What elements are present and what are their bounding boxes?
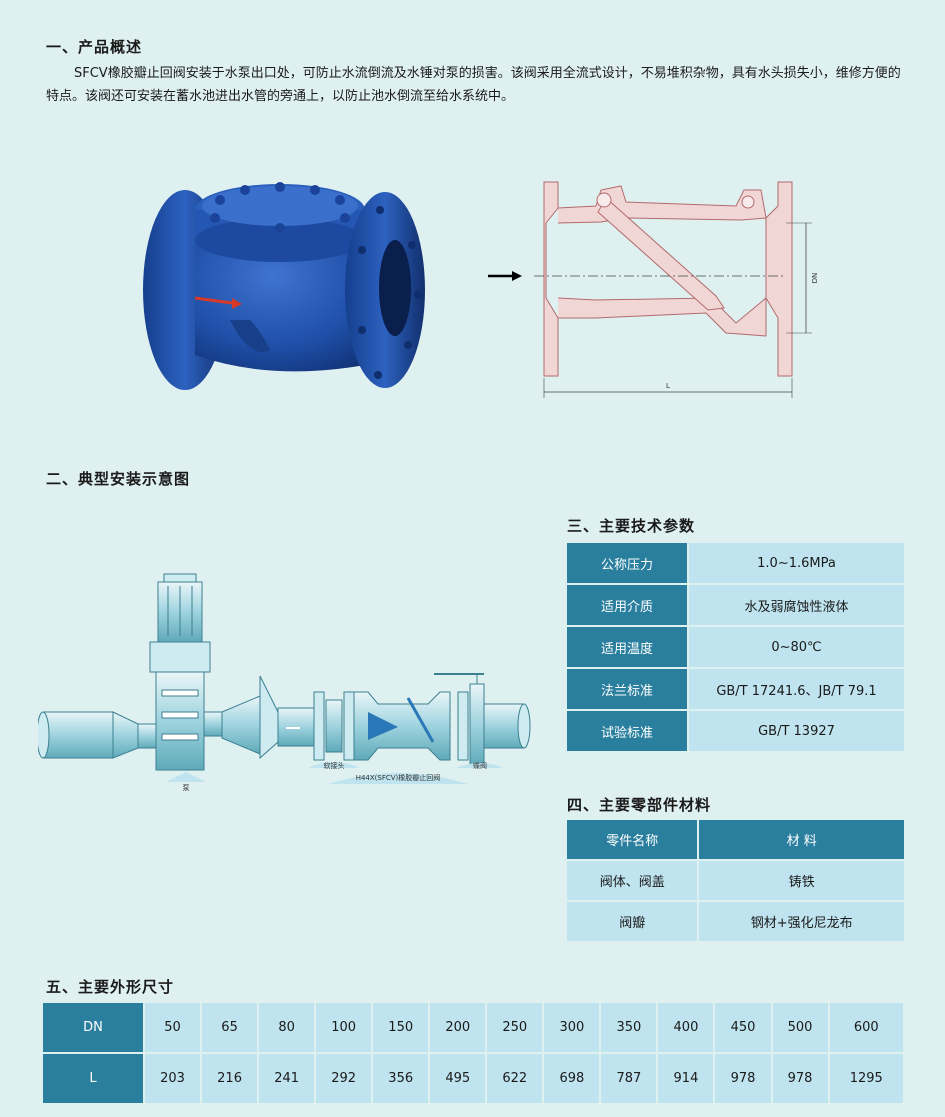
dn-row-label: DN [43,1003,143,1052]
dn-cell: 100 [316,1003,372,1052]
l-cell: 978 [772,1054,828,1103]
part-name: 阀瓣 [567,902,698,941]
param-value: GB/T 17241.6、JB/T 79.1 [689,669,904,709]
material-header-name: 零件名称 [567,820,698,859]
l-cell: 203 [145,1054,201,1103]
l-cell: 1295 [829,1054,903,1103]
dn-cell: 200 [430,1003,486,1052]
material-header-row: 零件名称 材 料 [567,820,904,859]
l-cell: 292 [316,1054,372,1103]
param-key: 试验标准 [567,711,687,751]
param-key: 适用温度 [567,627,687,667]
material-table: 零件名称 材 料 阀体、阀盖 铸铁 阀瓣 钢材+强化尼龙布 [565,818,906,943]
param-value: 1.0~1.6MPa [689,543,904,583]
dn-row: DN 50 65 80 100 150 200 250 300 350 400 … [43,1003,903,1052]
dn-cell: 65 [202,1003,258,1052]
l-cell: 698 [544,1054,600,1103]
param-key: 适用介质 [567,585,687,625]
material-row: 阀体、阀盖 铸铁 [567,861,904,900]
joint-label: 软接头 [324,761,345,770]
section1-title: 一、产品概述 [46,38,143,56]
l-row: L 203 216 241 292 356 495 622 698 787 91… [43,1054,903,1103]
material-header-material: 材 料 [699,820,904,859]
dn-cell: 150 [373,1003,429,1052]
installation-diagram: 泵 软接头 H44X(SFCV)橡胶瓣止回阀 蝶阀 [38,573,531,792]
intro-paragraph: SFCV橡胶瓣止回阀安装于水泵出口处，可防止水流倒流及水锤对泵的损害。该阀采用全… [46,66,901,104]
param-key: 法兰标准 [567,669,687,709]
cross-section-drawing: DN L [488,181,819,398]
l-cell: 914 [658,1054,714,1103]
dimension-table: DN 50 65 80 100 150 200 250 300 350 400 … [41,1001,905,1105]
dn-cell: 600 [829,1003,903,1052]
l-row-label: L [43,1054,143,1103]
dn-cell: 500 [772,1003,828,1052]
l-cell: 622 [487,1054,543,1103]
param-row: 适用介质水及弱腐蚀性液体 [567,585,904,625]
dn-cell: 80 [259,1003,315,1052]
dn-cell: 450 [715,1003,771,1052]
param-value: 0~80℃ [689,627,904,667]
material-row: 阀瓣 钢材+强化尼龙布 [567,902,904,941]
section3-title: 三、主要技术参数 [567,517,696,535]
part-material: 钢材+强化尼龙布 [699,902,904,941]
l-label: L [666,382,670,390]
param-key: 公称压力 [567,543,687,583]
gate-label: 蝶阀 [473,761,487,770]
section5-title: 五、主要外形尺寸 [46,978,175,996]
dn-cell: 300 [544,1003,600,1052]
l-cell: 787 [601,1054,657,1103]
l-cell: 978 [715,1054,771,1103]
pump-label: 泵 [183,784,190,792]
l-cell: 241 [259,1054,315,1103]
dn-cell: 400 [658,1003,714,1052]
dn-cell: 350 [601,1003,657,1052]
section4-title: 四、主要零部件材料 [567,796,712,814]
part-name: 阀体、阀盖 [567,861,698,900]
param-value: GB/T 13927 [689,711,904,751]
dn-label: DN [811,273,819,284]
dn-cell: 50 [145,1003,201,1052]
section2-title: 二、典型安装示意图 [46,470,191,488]
dn-cell: 250 [487,1003,543,1052]
valve-label: H44X(SFCV)橡胶瓣止回阀 [356,773,441,782]
l-cell: 216 [202,1054,258,1103]
valve-photo [143,182,425,390]
l-cell: 356 [373,1054,429,1103]
l-cell: 495 [430,1054,486,1103]
part-material: 铸铁 [699,861,904,900]
param-value: 水及弱腐蚀性液体 [689,585,904,625]
